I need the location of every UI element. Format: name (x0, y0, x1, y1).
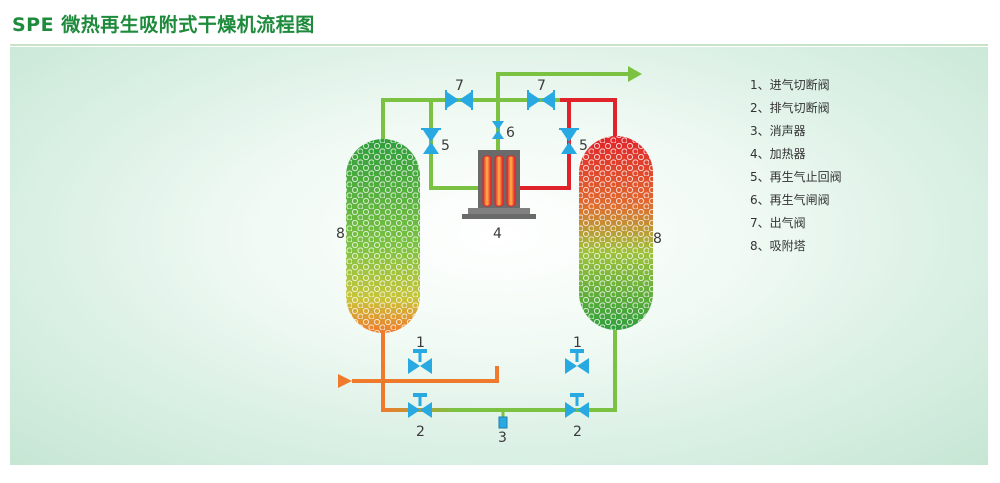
label-tower-left: 8 (336, 226, 345, 242)
legend-item: 2、排气切断阀 (750, 101, 830, 115)
regen-gate-valve (492, 121, 504, 139)
outlet-valve-left (445, 90, 473, 110)
label-heater: 4 (493, 226, 502, 242)
heater (462, 150, 536, 219)
legend-item: 6、再生气闸阀 (750, 193, 830, 207)
legend-item: 1、进气切断阀 (750, 78, 830, 92)
legend-list: 1、进气切断阀 2、排气切断阀 3、消声器 4、加热器 5、再生气止回阀 6、再… (750, 76, 842, 260)
legend-item: 3、消声器 (750, 124, 806, 138)
outlet-valve-right (527, 90, 555, 110)
inlet-arrow (338, 374, 352, 388)
pipe-outlet (496, 72, 630, 100)
check-valve-right (559, 128, 579, 154)
pipe-top-right-red (560, 98, 617, 145)
check-valve-left (421, 128, 441, 154)
legend-item: 7、出气阀 (750, 216, 806, 230)
label-inlet-valve-right: 1 (573, 335, 582, 351)
label-outlet-valve-right: 7 (537, 78, 546, 94)
exhaust-valve-right (565, 393, 589, 418)
page-title: SPE 微热再生吸附式干燥机流程图 (12, 14, 315, 36)
legend-item: 5、再生气止回阀 (750, 170, 842, 184)
label-check-valve-left: 5 (441, 138, 450, 154)
adsorption-tower-left (346, 139, 420, 333)
inlet-valve-right (565, 349, 589, 374)
label-muffler: 3 (498, 430, 507, 446)
exhaust-valve-left (408, 393, 432, 418)
label-exhaust-valve-right: 2 (573, 424, 582, 440)
label-regen-gate-valve: 6 (506, 125, 515, 141)
label-inlet-valve-left: 1 (416, 335, 425, 351)
pipe-bottom-green (503, 318, 617, 412)
pipe-left-bottom (381, 318, 503, 412)
label-tower-right: 8 (653, 231, 662, 247)
muffler (498, 416, 508, 429)
inlet-valve-left (408, 349, 432, 374)
title-divider (10, 44, 988, 46)
legend-item: 4、加热器 (750, 147, 806, 161)
pipe-right-check (520, 100, 571, 190)
pipe-inlet (352, 366, 499, 383)
label-check-valve-right: 5 (579, 138, 588, 154)
outlet-arrow (628, 66, 642, 82)
label-exhaust-valve-left: 2 (416, 424, 425, 440)
label-outlet-valve-left: 7 (455, 78, 464, 94)
legend-item: 8、吸附塔 (750, 239, 806, 253)
pipe-left-top (381, 98, 498, 140)
adsorption-tower-right (579, 136, 653, 330)
